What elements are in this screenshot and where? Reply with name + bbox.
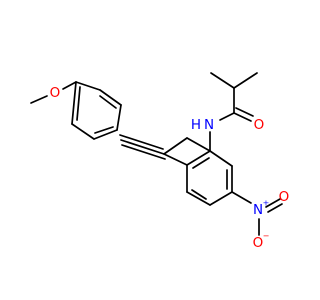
amide-nitrogen-label: N <box>204 117 214 133</box>
nitro-oxygen-double-label: O <box>279 189 290 205</box>
bond-carbonyl-o <box>233 112 252 122</box>
nitro-nitrogen-label: N <box>253 202 263 218</box>
nitro-positive-charge: + <box>263 199 270 208</box>
nitro-oxygen-single-label: O <box>253 235 264 251</box>
bond-ring-nitro <box>231 191 252 204</box>
molecule-structure: O N H O N + O − O <box>30 72 290 251</box>
alkyne-triple-bond <box>119 134 166 160</box>
bond-carbonyl-o-double <box>235 107 254 117</box>
bond-ch-methyl-right <box>233 72 258 89</box>
methoxy-oxygen-label: O <box>50 85 61 101</box>
carbonyl-oxygen-label: O <box>254 117 265 133</box>
bond-methyl-o <box>30 95 48 104</box>
bond-n-carbonyl <box>219 112 235 121</box>
bond-nitro-o-double-b <box>267 203 283 213</box>
ring-methoxyphenyl <box>71 81 122 140</box>
bond-o-ring <box>62 81 77 90</box>
structure-canvas: O N H O N + O − O <box>30 72 290 251</box>
amide-hydrogen-label: H <box>191 117 201 133</box>
bond-ch-methyl-left <box>210 72 235 89</box>
ring-nitrophenyl <box>163 137 233 206</box>
nitro-negative-charge: − <box>263 232 270 241</box>
bond-nitro-o-double-a <box>265 198 281 208</box>
